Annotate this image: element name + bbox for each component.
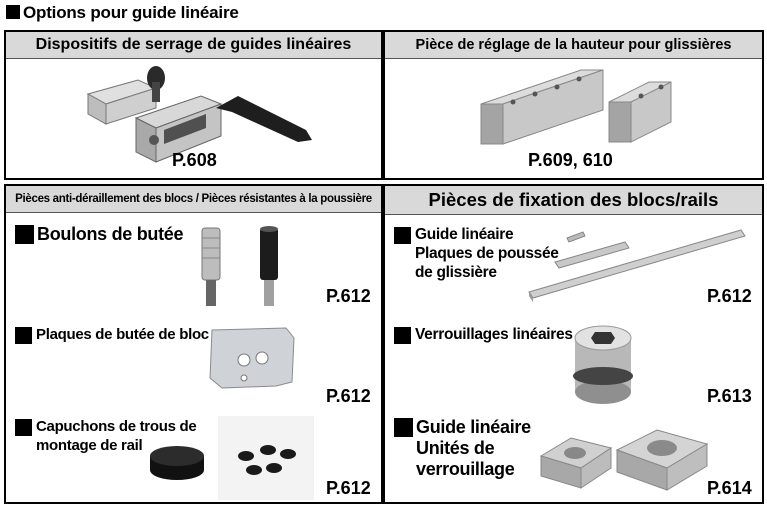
catalog-page-ref[interactable]: P.613 — [707, 386, 752, 406]
catalog-page-ref[interactable]: P.608 — [172, 150, 217, 170]
item-rail-hole-caps[interactable]: Capuchons de trous de montage de rail — [15, 417, 197, 455]
clamp-device-image — [86, 66, 312, 163]
bullet-icon — [394, 418, 413, 437]
bullet-icon — [15, 327, 32, 344]
bullet-icon — [394, 327, 411, 344]
item-linear-locks[interactable]: Verrouillages linéaires — [394, 325, 573, 344]
linear-lock-image — [573, 325, 633, 404]
item-stopper-bolts[interactable]: Boulons de butée — [15, 224, 184, 245]
catalog-page-ref[interactable]: P.612 — [326, 386, 371, 406]
catalog-page-ref[interactable]: P.612 — [326, 286, 371, 306]
panel-anti-derailment[interactable]: Pièces anti-déraillement des blocs / Piè… — [4, 184, 383, 504]
stopper-bolts-image — [201, 226, 278, 306]
panel-header: Pièces anti-déraillement des blocs / Piè… — [6, 186, 381, 213]
rail-caps-image — [150, 416, 314, 500]
panel-header: Dispositifs de serrage de guides linéair… — [6, 32, 381, 59]
item-locking-units[interactable]: Guide linéaire Unités de verrouillage — [394, 417, 531, 480]
stop-plate-image — [209, 327, 295, 389]
catalog-page-ref[interactable]: P.612 — [326, 478, 371, 498]
page-title: Options pour guide linéaire — [6, 3, 239, 23]
panel-header: Pièce de réglage de la hauteur pour glis… — [385, 32, 762, 59]
item-slide-thrust-plates[interactable]: Guide linéaire Plaques de poussée de gli… — [394, 225, 559, 282]
catalog-page-ref[interactable]: P.614 — [707, 478, 752, 498]
thrust-plates-image — [528, 229, 746, 302]
panel-height-adjustment[interactable]: Pièce de réglage de la hauteur pour glis… — [383, 30, 764, 180]
title-bullet-icon — [6, 5, 20, 19]
panel-header: Pièces de fixation des blocs/rails — [385, 186, 762, 215]
spacer-plates-image — [480, 69, 672, 145]
panel-clamp-devices[interactable]: Dispositifs de serrage de guides linéair… — [4, 30, 383, 180]
bullet-icon — [15, 419, 32, 436]
bullet-icon — [394, 227, 411, 244]
bullet-icon — [15, 225, 34, 244]
locking-units-image — [539, 429, 709, 491]
catalog-page-ref[interactable]: P.612 — [707, 286, 752, 306]
catalog-page-ref[interactable]: P.609, 610 — [528, 150, 613, 170]
item-block-stop-plates[interactable]: Plaques de butée de bloc — [15, 325, 209, 344]
panel-block-rail-fixing[interactable]: Pièces de fixation des blocs/rails Guide… — [383, 184, 764, 504]
